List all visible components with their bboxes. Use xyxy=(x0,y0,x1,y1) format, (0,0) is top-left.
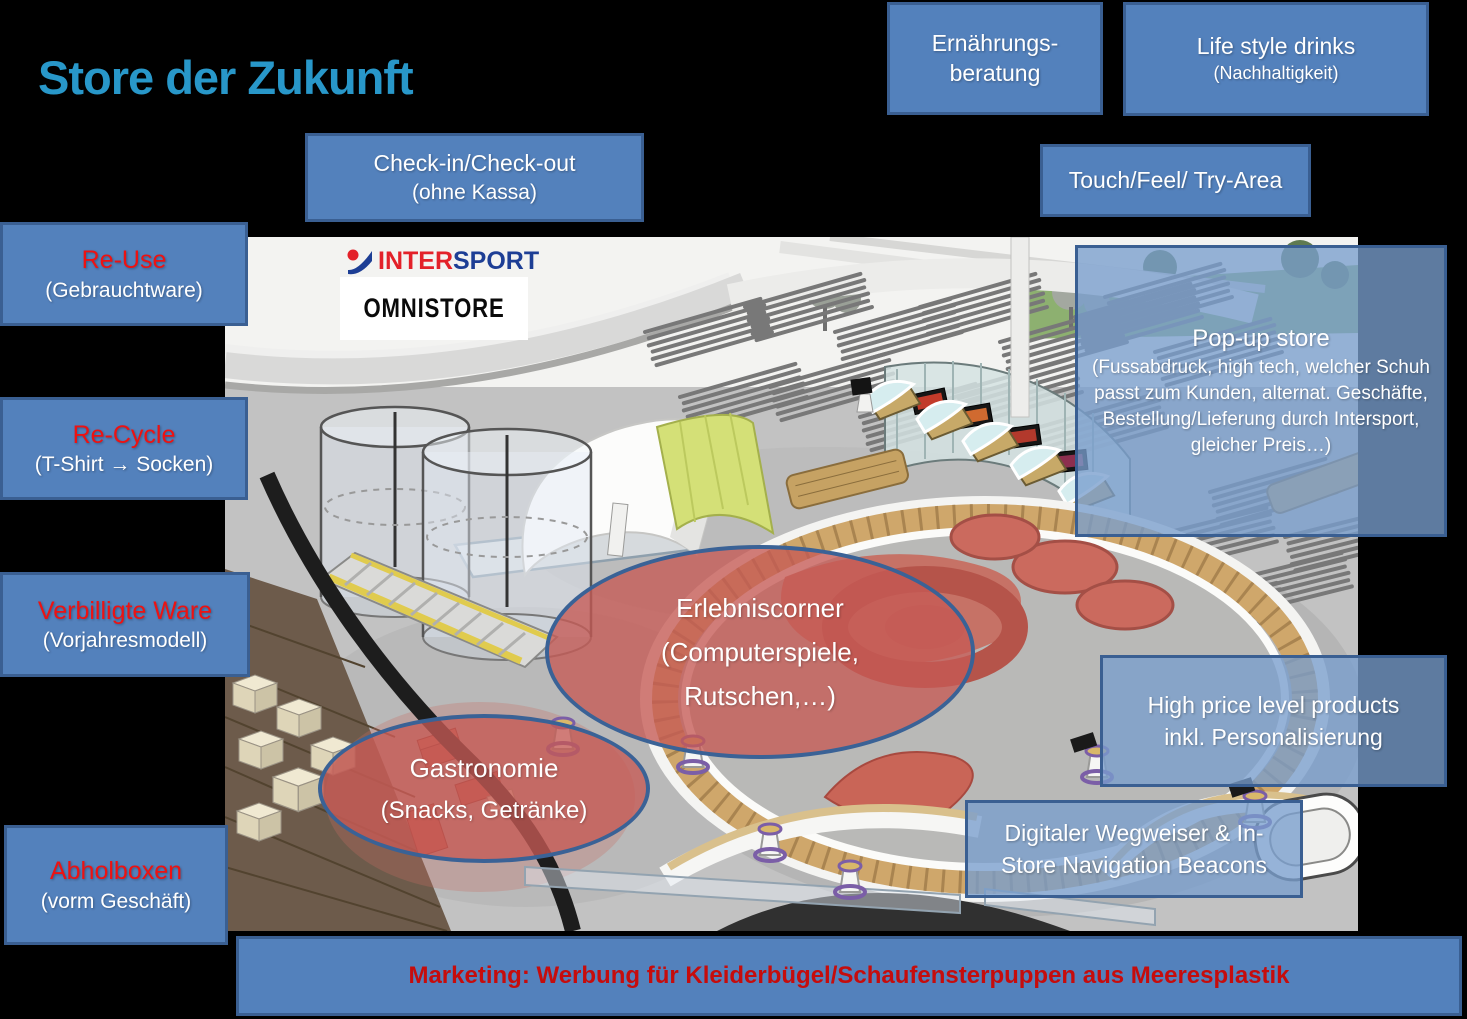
callout-line: High price level products xyxy=(1147,692,1400,718)
callout-line: (Computerspiele, xyxy=(661,637,859,667)
callout-marketing: Marketing: Werbung für Kleiderbügel/Scha… xyxy=(236,936,1462,1016)
callout-line: Touch/Feel/ Try-Area xyxy=(1068,166,1283,193)
callout-abholboxen: Abholboxen (vorm Geschäft) xyxy=(4,825,228,945)
omnistore-sign: OMNISTORE xyxy=(340,277,528,340)
callout-re-cycle: Re-Cycle (T-Shirt → Socken) xyxy=(0,397,248,500)
callout-line: Store Navigation Beacons xyxy=(1001,852,1267,878)
callout-line: (Fussabdruck, high tech, welcher Schuh p… xyxy=(1092,356,1430,456)
callout-line: Verbilligte Ware xyxy=(37,596,213,625)
callout-line: Gastronomie xyxy=(409,752,559,783)
callout-line: Ernährungs- xyxy=(931,29,1059,56)
callout-line: Check-in/Check-out xyxy=(373,149,576,176)
callout-gastronomie: Gastronomie (Snacks, Getränke) xyxy=(318,714,650,863)
callout-lifestyle-drinks: Life style drinks (Nachhaltigkeit) xyxy=(1123,2,1429,116)
intersport-logo: INTERSPORT xyxy=(346,247,539,276)
callout-pop-up-store: Pop-up store (Fussabdruck, high tech, we… xyxy=(1075,245,1447,537)
callout-check-in-check-out: Check-in/Check-out (ohne Kassa) xyxy=(305,133,644,222)
callout-re-use: Re-Use (Gebrauchtware) xyxy=(0,222,248,326)
callout-line: Re-Cycle xyxy=(72,420,176,449)
callout-line: inkl. Personalisierung xyxy=(1164,724,1383,750)
callout-ernaehrungsberatung: Ernährungs- beratung xyxy=(887,2,1103,115)
callout-touch-feel-try-area: Touch/Feel/ Try-Area xyxy=(1040,144,1311,217)
callout-line: Abholboxen xyxy=(49,857,183,886)
callout-line: Rutschen,…) xyxy=(684,681,836,711)
callout-line: (ohne Kassa) xyxy=(412,180,537,204)
callout-line: beratung xyxy=(949,59,1041,86)
page-title: Store der Zukunft xyxy=(38,51,414,104)
callout-line: (Gebrauchtware) xyxy=(45,278,203,302)
callout-line: (Nachhaltigkeit) xyxy=(1213,63,1339,84)
callout-line: (vorm Geschäft) xyxy=(40,889,192,913)
intersport-wordmark-inter: INTER xyxy=(378,247,453,275)
intersport-check-icon xyxy=(347,249,372,274)
intersport-wordmark-sport: SPORT xyxy=(453,247,540,275)
callout-line: Erlebniscorner xyxy=(676,593,844,623)
callout-high-price-products: High price level products inkl. Personal… xyxy=(1100,655,1447,787)
callout-verbilligte-ware: Verbilligte Ware (Vorjahresmodell) xyxy=(0,572,250,677)
callout-line: (T-Shirt → Socken) xyxy=(34,453,214,477)
callout-line: Re-Use xyxy=(81,246,167,275)
callout-line: Pop-up store xyxy=(1192,325,1330,353)
callout-erlebniscorner: Erlebniscorner (Computerspiele, Rutschen… xyxy=(545,545,975,759)
callout-line: (Snacks, Getränke) xyxy=(380,796,588,824)
callout-line: (Vorjahresmodell) xyxy=(42,629,208,653)
callout-line: Life style drinks xyxy=(1196,33,1356,60)
omnistore-label: OMNISTORE xyxy=(363,293,505,323)
callout-line: Marketing: Werbung für Kleiderbügel/Scha… xyxy=(408,962,1290,990)
callout-digitaler-wegweiser: Digitaler Wegweiser & In- Store Navigati… xyxy=(965,800,1303,898)
callout-line: Digitaler Wegweiser & In- xyxy=(1004,820,1264,846)
